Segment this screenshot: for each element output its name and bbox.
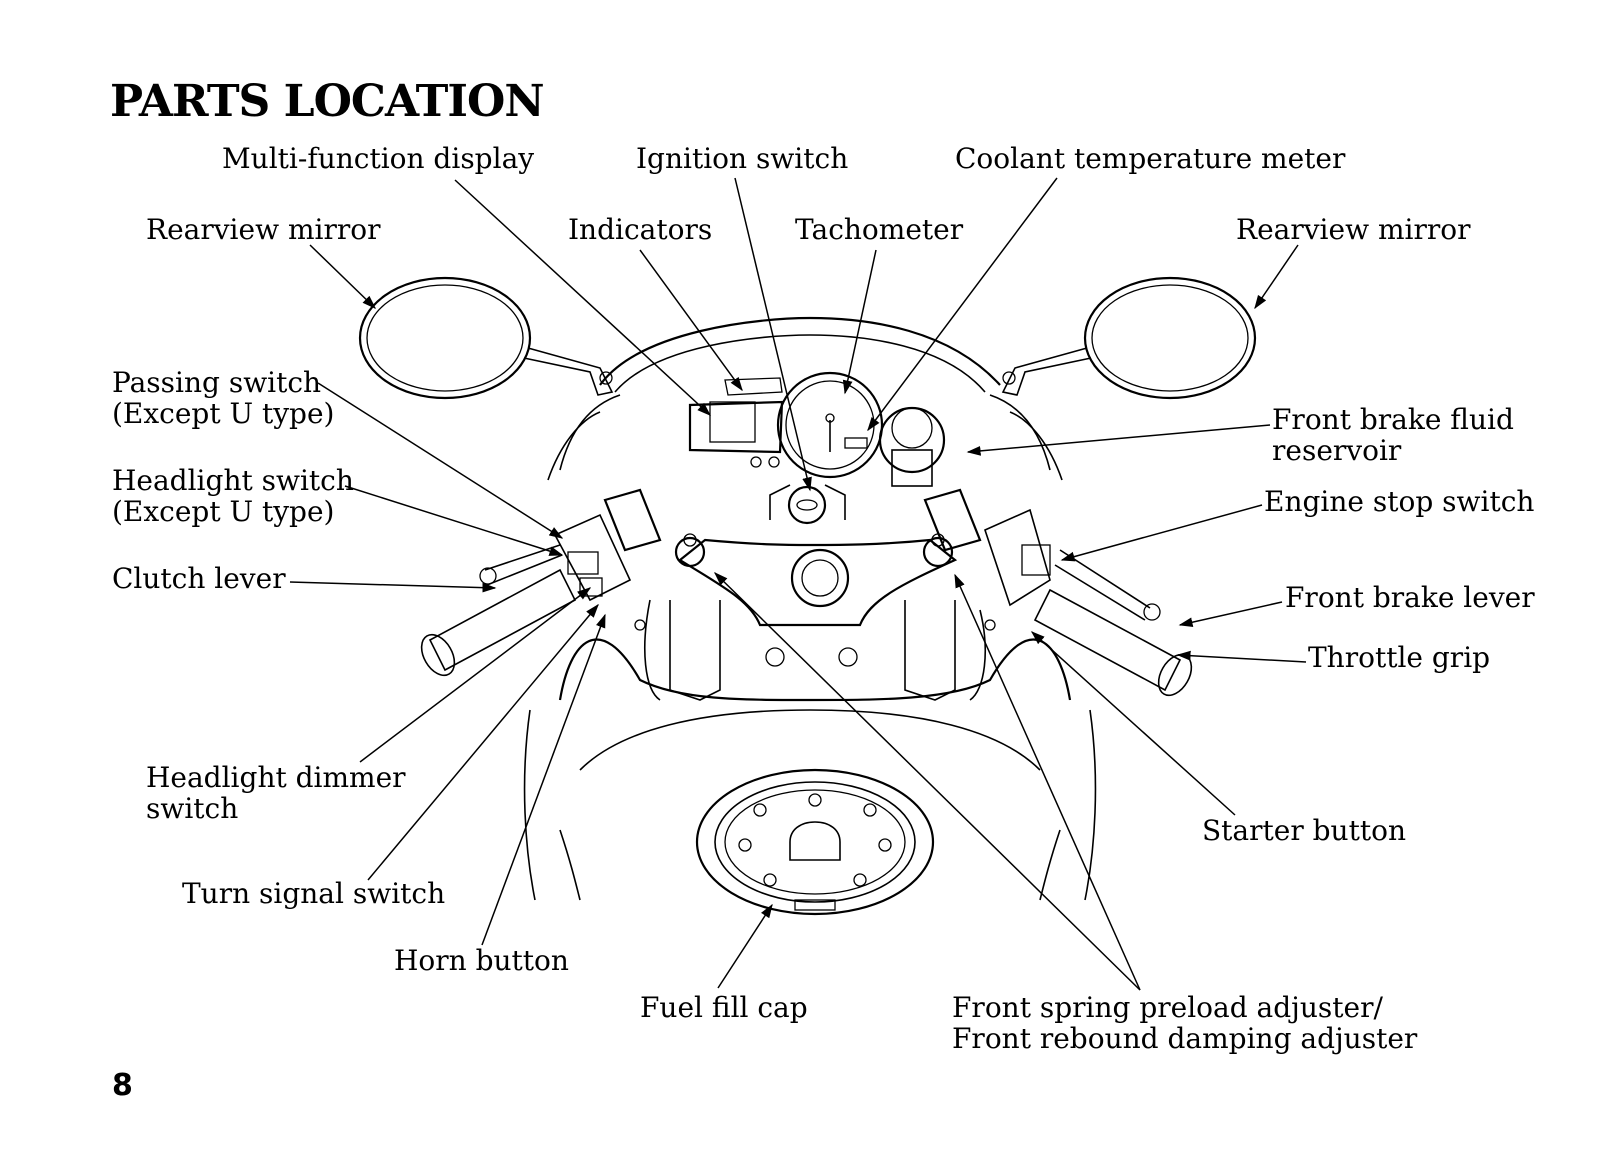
leader-front-adjuster-right [954,573,1141,991]
leader-front-brake-lever [1178,601,1283,628]
label-fuel-fill-cap: Fuel fill cap [640,991,808,1024]
label-front-spring-preload-adjuster: Front spring preload adjuster/ [952,991,1383,1024]
leader-front-brake-fluid-reservoir [966,424,1271,456]
fuel-cap [695,768,935,916]
label-front-brake-lever: Front brake lever [1285,581,1535,614]
motorcycle-drawing [358,276,1257,916]
label-throttle-grip: Throttle grip [1308,641,1491,674]
leader-throttle-grip [1176,650,1307,663]
label-rearview-mirror-left: Rearview mirror [146,213,381,246]
page-number: 8 [112,1068,133,1103]
triple-clamp [674,484,958,627]
leader-fuel-fill-cap [717,903,773,989]
label-tachometer: Tachometer [795,213,964,246]
label-front-brake-fluid-reservoir: Front brake fluid [1272,403,1514,436]
label-front-rebound-damping-adjuster: Front rebound damping adjuster [952,1022,1418,1055]
leader-horn-button [481,613,606,946]
leader-front-adjuster-left [714,572,1141,991]
fuel-tank [523,638,1097,901]
leader-headlight-switch [344,485,564,556]
left-mirror [358,276,614,400]
label-headlight-dimmer-switch: Headlight dimmer [146,761,406,794]
right-mirror [1001,276,1257,400]
label-headlight-switch-note: (Except U type) [112,495,335,528]
label-passing-switch-note: (Except U type) [112,397,335,430]
label-headlight-dimmer-switch-line2: switch [146,792,239,825]
label-clutch-lever: Clutch lever [112,562,286,595]
label-horn-button: Horn button [394,944,569,977]
instrument-cluster [688,371,946,487]
leader-rearview-mirror-right [1254,244,1299,310]
label-starter-button: Starter button [1202,814,1406,847]
leader-lines [289,177,1307,991]
label-ignition-switch: Ignition switch [636,142,849,175]
label-turn-signal-switch: Turn signal switch [182,877,446,910]
leader-tachometer [842,249,877,395]
leader-multi-function-display [454,179,712,416]
leader-passing-switch [317,382,564,539]
leader-coolant-temperature-meter [867,177,1058,432]
leader-clutch-lever [289,581,497,593]
leader-headlight-dimmer-switch [359,587,592,763]
leader-turn-signal-switch [367,603,599,881]
leader-rearview-mirror-left [309,244,377,309]
label-front-brake-fluid-reservoir-line2: reservoir [1272,434,1402,467]
leader-engine-stop-switch [1060,504,1263,562]
label-passing-switch: Passing switch [112,366,322,399]
label-headlight-switch: Headlight switch [112,464,354,497]
label-engine-stop-switch: Engine stop switch [1264,485,1535,518]
left-handlebar [420,488,662,677]
label-coolant-temperature-meter: Coolant temperature meter [955,142,1346,175]
page-title: PARTS LOCATION [110,76,545,127]
leader-ignition-switch [734,177,812,492]
label-indicators: Indicators [568,213,713,246]
label-rearview-mirror-right: Rearview mirror [1236,213,1471,246]
leader-indicators [639,249,743,392]
label-multi-function-display: Multi-function display [222,142,535,175]
leader-starter-button [1030,631,1236,816]
